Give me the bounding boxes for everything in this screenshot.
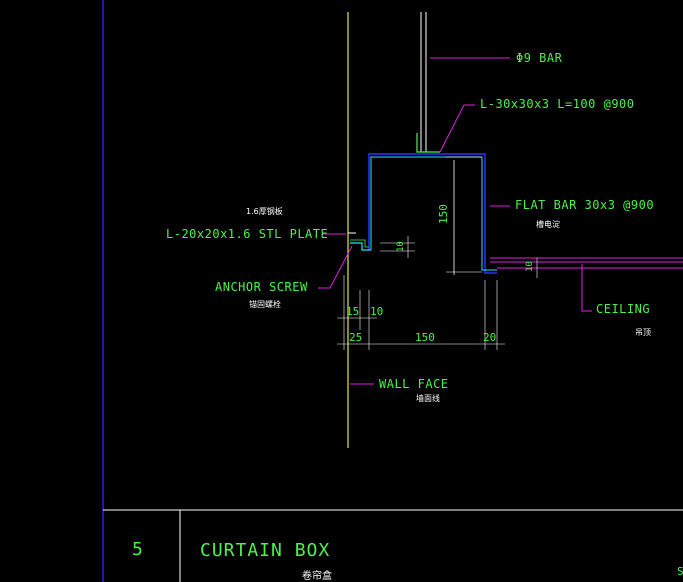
label-ceiling-cn: 吊顶 — [635, 328, 651, 337]
label-wall-cn: 墙面线 — [416, 393, 440, 403]
box-inner — [370, 156, 497, 271]
title-block-title-cn: 卷帘盒 — [302, 569, 332, 582]
label-flat-bar-cn: 槽电淀 — [536, 219, 560, 229]
box-outer — [368, 153, 497, 274]
dim-10-small: 10 — [396, 241, 406, 252]
stl-plate — [350, 242, 371, 251]
top-angle — [416, 133, 440, 153]
title-block-number: 5 — [132, 539, 144, 560]
dim-10-right: 10 — [525, 261, 535, 272]
label-anchor-cn: 锚固螺栓 — [249, 299, 281, 309]
title-block-title: CURTAIN BOX — [200, 540, 330, 561]
dim-10: 10 — [370, 305, 383, 318]
leader-ceiling — [581, 264, 592, 312]
title-block-corner: S — [677, 565, 683, 578]
stl-plate-outline — [350, 239, 369, 248]
label-plate-cn: 1.6厚钢板 — [246, 206, 283, 216]
leader-anchor — [318, 245, 353, 289]
label-angle-top: L-30x30x3 L=100 @900 — [480, 97, 635, 111]
label-plate: L-20x20x1.6 STL PLATE — [166, 227, 328, 241]
dim-20: 20 — [483, 331, 496, 344]
dim-150-vertical: 150 — [437, 204, 450, 224]
label-flat-bar: FLAT BAR 30x3 @900 — [515, 198, 654, 212]
dim-15: 15 — [346, 305, 359, 318]
leader-angle — [439, 104, 475, 153]
label-wall: WALL FACE — [379, 377, 449, 391]
label-anchor: ANCHOR SCREW — [215, 280, 308, 294]
label-bar: Φ9 BAR — [516, 51, 563, 65]
dim-150: 150 — [415, 331, 435, 344]
dim-25: 25 — [349, 331, 362, 344]
label-ceiling: CEILING — [596, 302, 650, 316]
